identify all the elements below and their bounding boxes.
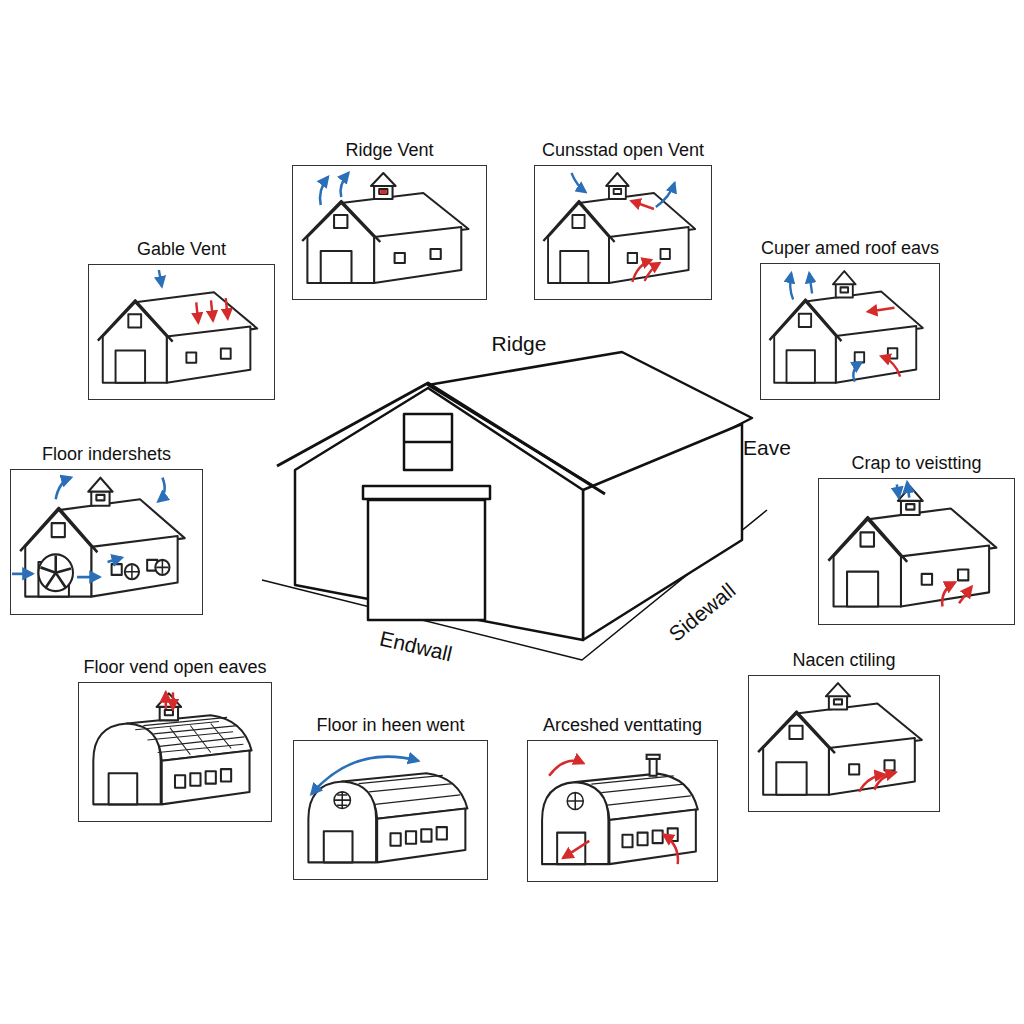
panel-title: Ridge Vent xyxy=(345,141,433,161)
panel-illustration xyxy=(12,478,185,597)
panel-illustration xyxy=(769,271,922,383)
vent-panel: Floor vend open eaves xyxy=(78,682,272,822)
part-label: Eave xyxy=(743,436,791,459)
panel-title: Nacen ctiling xyxy=(792,651,895,671)
vent-panel: Cuper amed roof eavs xyxy=(760,263,940,400)
panel-illustration xyxy=(542,755,698,864)
panel-illustration xyxy=(308,757,467,863)
panel-illustration xyxy=(543,173,695,283)
panel-title: Arceshed venttating xyxy=(543,716,702,736)
panel-illustration xyxy=(93,692,251,804)
panel-title: Floor vend open eaves xyxy=(83,658,266,678)
panel-illustration xyxy=(828,482,996,606)
vent-panel: Ridge Vent xyxy=(292,165,487,300)
main-barn xyxy=(262,352,767,660)
panel-title: Cuper amed roof eavs xyxy=(761,239,939,259)
vent-panel: Cunsstad open Vent xyxy=(534,165,712,300)
vent-panel: Arceshed venttating xyxy=(527,740,718,882)
panel-illustration xyxy=(302,173,468,283)
panel-title: Crap to veistting xyxy=(851,454,981,474)
panel-title: Gable Vent xyxy=(137,240,226,260)
vent-panel: Gable Vent xyxy=(88,264,275,400)
vent-panel: Floor in heen went xyxy=(293,740,488,880)
vent-panel: Floor indershets xyxy=(10,469,203,615)
vent-panel: Nacen ctiling xyxy=(748,675,940,812)
panel-title: Cunsstad open Vent xyxy=(542,141,704,161)
vent-panel: Crap to veistting xyxy=(818,478,1015,625)
part-label: Sidewall xyxy=(664,578,739,645)
panel-title: Floor indershets xyxy=(42,445,171,465)
part-label: Endwall xyxy=(378,626,455,665)
panel-illustration xyxy=(98,270,257,383)
panel-title: Floor in heen went xyxy=(316,716,464,736)
panel-illustration xyxy=(758,683,922,795)
part-label: Ridge xyxy=(492,332,547,355)
